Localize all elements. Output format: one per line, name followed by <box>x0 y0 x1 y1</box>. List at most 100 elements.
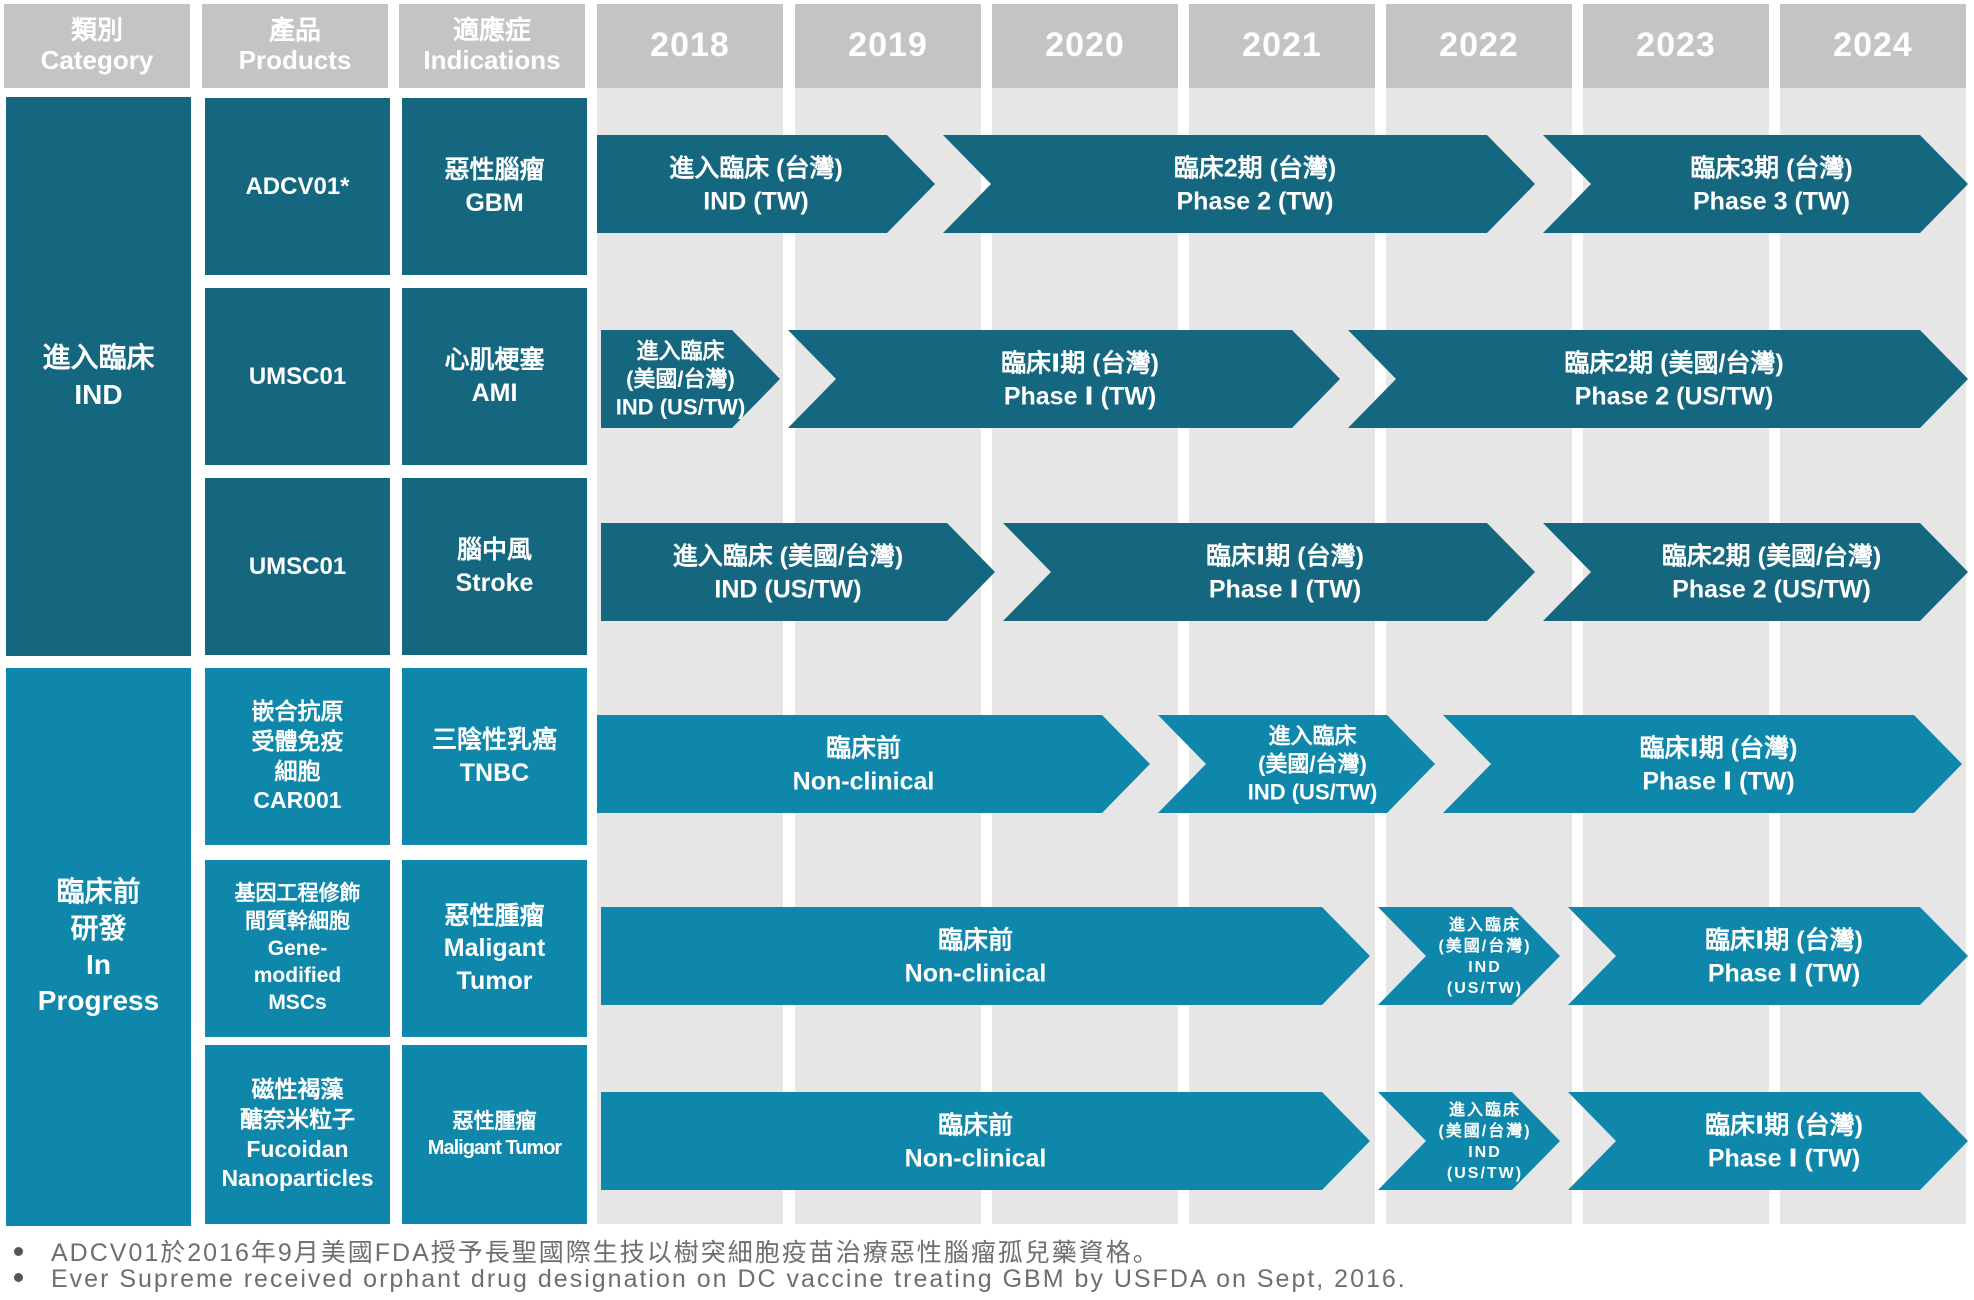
indication-label: 三陰性乳癌 <box>431 726 557 754</box>
phase-arrow <box>1443 715 1962 813</box>
product-label: UMSC01 <box>248 552 347 580</box>
bullet-icon <box>14 1246 23 1256</box>
phase-label: 進入臨床 <box>1449 1100 1521 1119</box>
indication-label: 惡性腦瘤 <box>444 156 545 184</box>
phase-label: Non-clinical <box>905 959 1047 987</box>
product-label: 受體免疫 <box>251 727 344 754</box>
header-indications: 適應症 Indications <box>399 4 585 88</box>
phase-arrow <box>597 135 935 233</box>
phase-label: IND (US/TW) <box>1248 780 1378 805</box>
phase-arrow <box>1568 1092 1968 1190</box>
phase-label: 臨床Ⅰ期 (台灣) <box>1705 925 1863 954</box>
phase-label: Phase Ⅰ (TW) <box>1642 767 1794 795</box>
product-label: 間質幹細胞 <box>245 909 350 933</box>
phase-label: Phase 3 (TW) <box>1693 187 1850 215</box>
indication-label: Tumor <box>456 966 533 995</box>
year-column-bg <box>1386 88 1572 1224</box>
header-category-zh: 類別 <box>70 15 123 46</box>
phase-label: IND <box>1468 959 1502 976</box>
indication-cell: 腦中風 Stroke <box>402 478 587 655</box>
phase-arrow <box>1543 523 1968 621</box>
category-progress-en2: Progress <box>37 985 160 1017</box>
indication-label: 腦中風 <box>456 536 532 564</box>
year-column-bg <box>992 88 1178 1224</box>
phase-arrow <box>597 715 1150 813</box>
category-progress-zh2: 研發 <box>70 912 127 944</box>
product-label: 醣奈米粒子 <box>240 1105 355 1132</box>
phase-label: Phase Ⅰ (TW) <box>1209 575 1361 603</box>
header-indications-en: Indications <box>423 45 561 75</box>
phase-arrow <box>601 907 1370 1005</box>
phase-label: 臨床2期 (台灣) <box>1174 153 1337 182</box>
phase-label: 臨床Ⅰ期 (台灣) <box>1705 1110 1863 1139</box>
phase-label: (美國/台灣) <box>1258 752 1367 777</box>
phase-arrow <box>1003 523 1535 621</box>
product-cell: UMSC01 <box>205 288 390 465</box>
footnote-en-text: Ever Supreme received orphant drug desig… <box>51 1265 1407 1293</box>
product-label: Fucoidan <box>246 1135 349 1162</box>
year-column-bg <box>1189 88 1375 1224</box>
phase-arrow <box>1543 135 1968 233</box>
phase-label: (US/TW) <box>1447 980 1523 997</box>
product-label: Nanoparticles <box>221 1165 374 1192</box>
year-header: 2019 <box>795 4 981 88</box>
indication-label: 惡性腫瘤 <box>452 1109 537 1133</box>
phase-label: Phase 2 (US/TW) <box>1672 575 1871 603</box>
category-ind-en: IND <box>74 378 123 410</box>
phase-label: 臨床前 <box>938 1110 1013 1139</box>
phase-label: (美國/台灣) <box>1438 936 1531 955</box>
phase-arrow <box>1348 330 1968 428</box>
header-category-en: Category <box>40 45 154 75</box>
indication-label: 惡性腫瘤 <box>444 901 545 930</box>
phase-label: Phase Ⅰ (TW) <box>1708 1144 1860 1172</box>
phase-arrow <box>601 1092 1370 1190</box>
product-label: 基因工程修飾 <box>234 882 361 906</box>
phase-label: Non-clinical <box>905 1144 1047 1172</box>
year-header: 2020 <box>992 4 1178 88</box>
indication-label: TNBC <box>459 758 530 787</box>
year-column-bg <box>1583 88 1769 1224</box>
phase-label: 臨床Ⅰ期 (台灣) <box>1206 541 1364 570</box>
year-header: 2023 <box>1583 4 1769 88</box>
phase-label: 進入臨床 (台灣) <box>669 153 843 182</box>
phase-label: (美國/台灣) <box>626 367 735 392</box>
phase-label: IND <box>1468 1144 1502 1161</box>
header-category: 類別 Category <box>4 4 190 88</box>
category-in-progress: 臨床前 研發 In Progress <box>6 668 191 1226</box>
phase-label: 進入臨床 (美國/台灣) <box>673 541 904 570</box>
phase-label: 臨床2期 (美國/台灣) <box>1564 348 1783 377</box>
product-label: 磁性褐藻 <box>251 1075 344 1102</box>
phase-label: Phase 2 (TW) <box>1177 187 1334 215</box>
year-header: 2018 <box>597 4 783 88</box>
phase-label: IND (US/TW) <box>714 575 861 603</box>
footnote-zh-text: ADCV01於2016年9月美國FDA授予長聖國際生技以樹突細胞疫苗治療惡性腦瘤… <box>51 1239 1160 1267</box>
indication-label: AMI <box>471 378 518 407</box>
product-label: Gene- <box>267 936 328 960</box>
category-ind-zh: 進入臨床 <box>42 342 155 374</box>
indication-label: Stroke <box>455 568 534 597</box>
phase-label: IND (US/TW) <box>616 395 746 420</box>
header-products-en: Products <box>238 45 352 75</box>
phase-label: 臨床3期 (台灣) <box>1690 153 1853 182</box>
phase-arrow <box>601 330 780 428</box>
phase-label: Phase Ⅰ (TW) <box>1708 959 1860 987</box>
header-indications-zh: 適應症 <box>452 15 531 46</box>
phase-label: Phase Ⅰ (TW) <box>1004 382 1156 410</box>
product-cell: ADCV01* <box>205 98 390 275</box>
product-label: 嵌合抗原 <box>251 697 344 724</box>
phase-arrow <box>1378 1092 1560 1190</box>
phase-label: Non-clinical <box>793 767 935 795</box>
bullet-icon <box>14 1272 23 1282</box>
year-column-bg <box>795 88 981 1224</box>
phase-label: (美國/台灣) <box>1438 1121 1531 1140</box>
phase-arrow <box>943 135 1535 233</box>
product-label: 細胞 <box>274 757 321 784</box>
year-column-bg <box>597 88 783 1224</box>
product-label: CAR001 <box>253 787 342 814</box>
phase-label: (US/TW) <box>1447 1165 1523 1182</box>
